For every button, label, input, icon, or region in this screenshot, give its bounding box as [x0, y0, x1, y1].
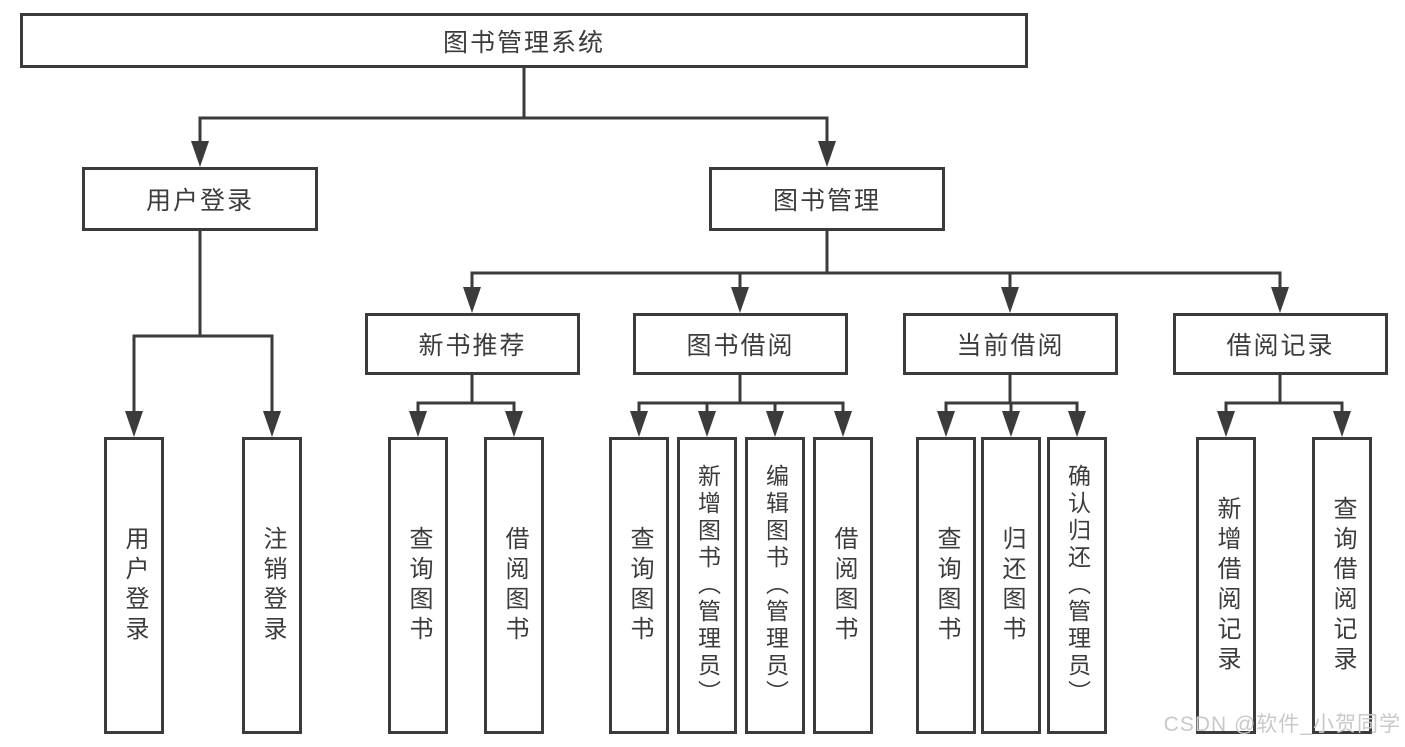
- node-user-login: 用户登录: [82, 167, 318, 231]
- watermark: CSDN @软件_小贺同学: [1163, 713, 1401, 736]
- leaf-query-books-borrow-label: 查询图书: [626, 525, 653, 646]
- node-new-book-recommend-label: 新书推荐: [418, 332, 527, 360]
- node-book-borrow-label: 图书借阅: [686, 332, 795, 360]
- leaf-query-books-recommend: 查询图书: [388, 437, 448, 734]
- leaf-return-books: 归还图书: [981, 437, 1041, 734]
- leaf-logout: 注销登录: [242, 437, 302, 734]
- leaf-query-books-current-label: 查询图书: [933, 525, 960, 646]
- node-borrow-records: 借阅记录: [1173, 313, 1388, 375]
- node-root: 图书管理系统: [20, 13, 1028, 68]
- node-current-borrow-label: 当前借阅: [956, 332, 1065, 360]
- leaf-confirm-return-admin: 确认归还（管理员）: [1047, 437, 1107, 734]
- leaf-add-books-admin-label: 新增图书（管理员）: [694, 464, 721, 707]
- node-current-borrow: 当前借阅: [903, 313, 1118, 375]
- leaf-edit-books-admin: 编辑图书（管理员）: [745, 437, 805, 734]
- leaf-query-borrow-record: 查询借阅记录: [1312, 437, 1372, 734]
- leaf-query-books-recommend-label: 查询图书: [405, 525, 432, 646]
- node-book-management: 图书管理: [709, 167, 945, 231]
- leaf-return-books-label: 归还图书: [998, 525, 1025, 646]
- leaf-query-books-borrow: 查询图书: [609, 437, 669, 734]
- leaf-user-login-label: 用户登录: [121, 525, 148, 646]
- leaf-user-login: 用户登录: [104, 437, 164, 734]
- leaf-add-borrow-record: 新增借阅记录: [1196, 437, 1256, 734]
- leaf-borrow-books-recommend-label: 借阅图书: [501, 525, 528, 646]
- leaf-borrow-books-recommend: 借阅图书: [484, 437, 544, 734]
- node-book-borrow: 图书借阅: [633, 313, 848, 375]
- node-new-book-recommend: 新书推荐: [365, 313, 580, 375]
- leaf-edit-books-admin-label: 编辑图书（管理员）: [762, 464, 789, 707]
- node-user-login-label: 用户登录: [145, 187, 254, 215]
- leaf-borrow-books-label: 借阅图书: [830, 525, 857, 646]
- leaf-add-borrow-record-label: 新增借阅记录: [1213, 495, 1240, 676]
- leaf-confirm-return-admin-label: 确认归还（管理员）: [1064, 464, 1091, 707]
- leaf-logout-label: 注销登录: [259, 525, 286, 646]
- leaf-query-borrow-record-label: 查询借阅记录: [1329, 495, 1356, 676]
- leaf-query-books-current: 查询图书: [916, 437, 976, 734]
- leaf-add-books-admin: 新增图书（管理员）: [677, 437, 737, 734]
- leaf-borrow-books: 借阅图书: [813, 437, 873, 734]
- node-book-management-label: 图书管理: [772, 187, 881, 215]
- node-root-label: 图书管理系统: [442, 28, 605, 57]
- node-borrow-records-label: 借阅记录: [1226, 332, 1335, 360]
